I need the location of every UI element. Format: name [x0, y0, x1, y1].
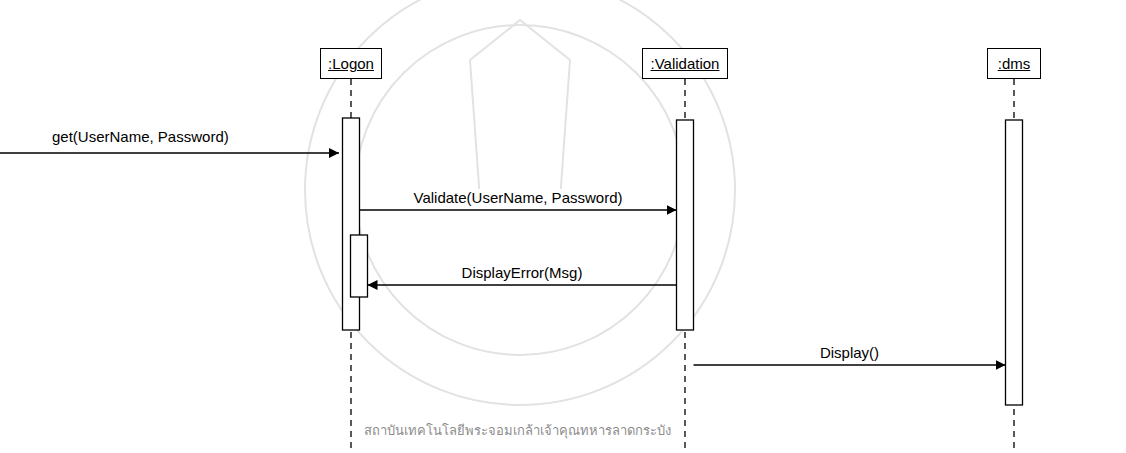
seal-outer-ring [305, 0, 735, 405]
seal-emblem [470, 20, 570, 200]
message-label: get(UserName, Password) [50, 128, 231, 145]
activation-bar [1006, 120, 1023, 405]
watermark-text: สถาบันเทคโนโลยีพระจอมเกล้าเจ้าคุณทหารลาด… [361, 420, 674, 441]
activation-bar [351, 235, 368, 297]
message-label: Display() [818, 344, 881, 361]
object-name: :Validation [651, 55, 720, 72]
message-label: Validate(UserName, Password) [412, 189, 625, 206]
lifeline-head: :Logon [320, 48, 382, 79]
seal-inner-ring [355, 25, 685, 355]
lifelines [351, 79, 1014, 453]
message-arrow [694, 364, 1006, 365]
lifeline-head: :dms [987, 48, 1041, 79]
activation-bar [343, 118, 360, 330]
object-name: :dms [998, 55, 1031, 72]
activation-bar [677, 120, 694, 330]
found-message-arrow [0, 152, 339, 153]
object-name: :Logon [328, 55, 374, 72]
message-label: DisplayError(Msg) [460, 264, 585, 281]
message-arrow [360, 209, 677, 210]
messages [360, 210, 1006, 365]
lifeline-head: :Validation [642, 48, 728, 79]
activation-bars [343, 118, 1023, 405]
message-arrow [368, 284, 677, 285]
seal-rings [305, 0, 735, 405]
